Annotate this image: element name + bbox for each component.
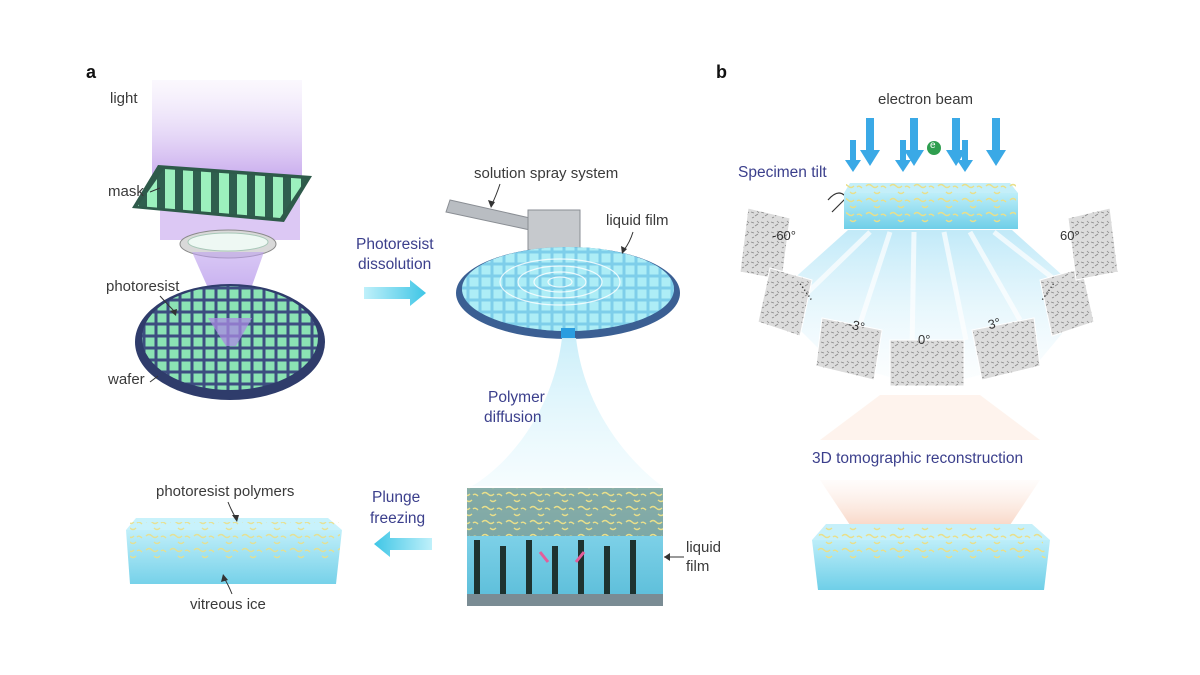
reconstruction-fan-lower: [820, 480, 1040, 525]
angle-60: 60°: [1060, 228, 1080, 243]
diffusion-step-line2: diffusion: [484, 409, 542, 426]
spray-system-label: solution spray system: [474, 165, 619, 182]
mask-leader: [149, 187, 161, 193]
photoresist-polymers-arrowhead: [232, 515, 239, 522]
photoresist-pillars: [474, 540, 636, 596]
panel-b-letter: b: [716, 62, 727, 82]
electron-beam-label: electron beam: [878, 91, 974, 108]
projection-3: [971, 317, 1041, 381]
vitreous-ice-label: vitreous ice: [190, 596, 266, 613]
substrate: [467, 594, 663, 606]
electron-symbol: e: [930, 140, 936, 151]
liquid-film-surface: [462, 247, 674, 331]
projection-60: [1067, 207, 1119, 281]
polymer-texture: [467, 488, 663, 536]
angle-minus60: -60°: [772, 228, 796, 243]
freezing-arrow: [374, 531, 432, 557]
projection-0: [889, 339, 965, 387]
photoresist-polymers-label: photoresist polymers: [156, 483, 295, 500]
electron-beam-arrows: [845, 118, 1006, 172]
liquid-film-top-label: liquid film: [606, 212, 669, 229]
wet-wafer-grid: [462, 247, 674, 331]
projection-minus3: [815, 317, 883, 381]
specimen-block-polymers: [846, 183, 1016, 223]
dissolving-polymer: [538, 551, 586, 563]
spray-leader: [491, 183, 501, 205]
mask-label: mask: [108, 183, 144, 200]
photoresist-label: photoresist: [106, 278, 180, 295]
electron-symbol-dot: [927, 141, 941, 155]
sampled-square: [561, 328, 575, 338]
panel-a-letter: a: [86, 62, 97, 82]
diffusion-funnel: [472, 338, 662, 486]
projection-minus60: [739, 207, 791, 281]
liquid-film-bottom-line2: film: [686, 558, 710, 575]
wafer-leader: [149, 375, 159, 383]
freezing-step-line2: freezing: [370, 510, 426, 527]
wafer-label: wafer: [108, 371, 145, 388]
tilt-series-images: [739, 207, 1119, 387]
projection-lens-face: [187, 232, 269, 252]
spray-nozzle: [527, 209, 581, 251]
reconstruction-block-polymers: [816, 526, 1046, 560]
light-label: light: [110, 90, 138, 107]
angle-0: 0°: [918, 332, 931, 347]
ice-block-polymers: [130, 522, 340, 560]
dissolution-step-line2: dissolution: [358, 256, 432, 273]
projection-minus40: [757, 267, 813, 337]
reconstruction-fan-upper: [820, 395, 1040, 440]
dissolution-arrow: [364, 280, 426, 306]
projection-40: [1039, 267, 1095, 337]
photoresist-arrowhead: [170, 309, 177, 316]
specimen-tilt-label: Specimen tilt: [738, 164, 827, 181]
dissolution-step-line1: Photoresist: [356, 236, 434, 253]
liquid-film-arrowhead: [621, 246, 627, 254]
spray-arrowhead: [488, 200, 495, 208]
reconstruction-label: 3D tomographic reconstruction: [812, 450, 1024, 467]
photomask-stripes: [138, 169, 306, 218]
spray-pipe: [445, 199, 531, 231]
ripples: [499, 258, 621, 306]
exposed-region: [208, 318, 252, 346]
liquid-film-bottom-arrowhead: [664, 553, 670, 561]
freezing-step-line1: Plunge: [372, 489, 421, 506]
liquid-film-leader: [623, 231, 634, 251]
vitreous-ice-arrowhead: [221, 574, 228, 582]
diffusion-step-line1: Polymer: [488, 389, 545, 406]
liquid-film-bottom-line1: liquid: [686, 539, 722, 556]
